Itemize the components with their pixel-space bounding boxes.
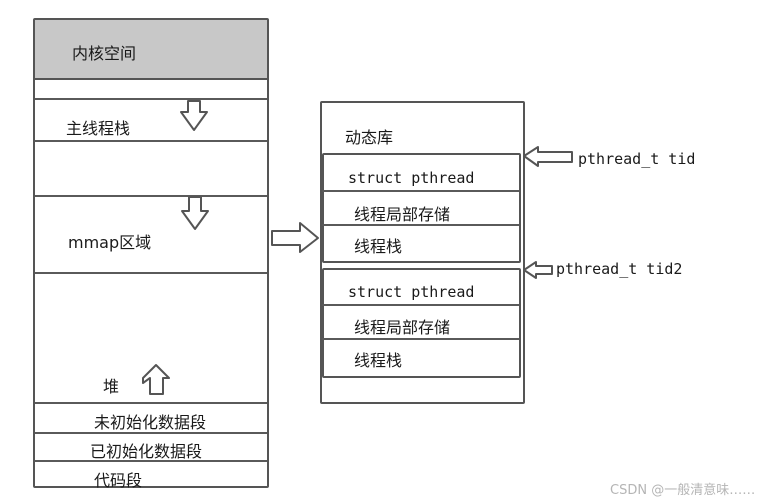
divider-line xyxy=(322,338,519,340)
bss-segment-label: 未初始化数据段 xyxy=(94,413,207,432)
divider-line xyxy=(35,272,267,274)
pthread-tid2-label: pthread_t tid2 xyxy=(556,260,683,278)
dynamic-library-title: 动态库 xyxy=(345,128,394,147)
divider-line xyxy=(322,224,519,226)
thread-local-storage-label: 线程局部存储 xyxy=(354,205,451,224)
divider-line xyxy=(35,460,267,462)
divider-line xyxy=(35,402,267,404)
divider-line xyxy=(322,304,519,306)
thread-stack-label: 线程栈 xyxy=(354,237,403,256)
left-arrow-icon xyxy=(523,261,553,279)
kernel-space-label: 内核空间 xyxy=(72,44,137,63)
process-memory-box xyxy=(33,18,269,488)
thread-block-1 xyxy=(322,153,521,263)
down-arrow-icon xyxy=(181,196,209,230)
divider-line xyxy=(35,432,267,434)
text-segment-label: 代码段 xyxy=(94,471,143,490)
heap-label: 堆 xyxy=(103,377,120,396)
kernel-space-region xyxy=(35,20,267,80)
up-arrow-icon xyxy=(142,364,170,395)
divider-line xyxy=(35,140,267,142)
left-arrow-icon xyxy=(523,146,573,167)
mmap-region-label: mmap区域 xyxy=(68,233,152,252)
pthread-tid-label: pthread_t tid xyxy=(578,150,696,168)
thread-local-storage-label: 线程局部存储 xyxy=(354,318,451,337)
main-thread-stack-label: 主线程栈 xyxy=(66,119,131,138)
down-arrow-icon xyxy=(180,100,208,131)
struct-pthread-label: struct pthread xyxy=(348,169,475,187)
divider-line xyxy=(35,195,267,197)
divider-line xyxy=(35,98,267,100)
divider-line xyxy=(322,190,519,192)
struct-pthread-label: struct pthread xyxy=(348,283,475,301)
thread-stack-label: 线程栈 xyxy=(354,351,403,370)
data-segment-label: 已初始化数据段 xyxy=(90,442,203,461)
watermark-text: CSDN @一般清意味…… xyxy=(610,483,756,498)
right-arrow-icon xyxy=(271,222,319,253)
thread-block-2 xyxy=(322,268,521,378)
